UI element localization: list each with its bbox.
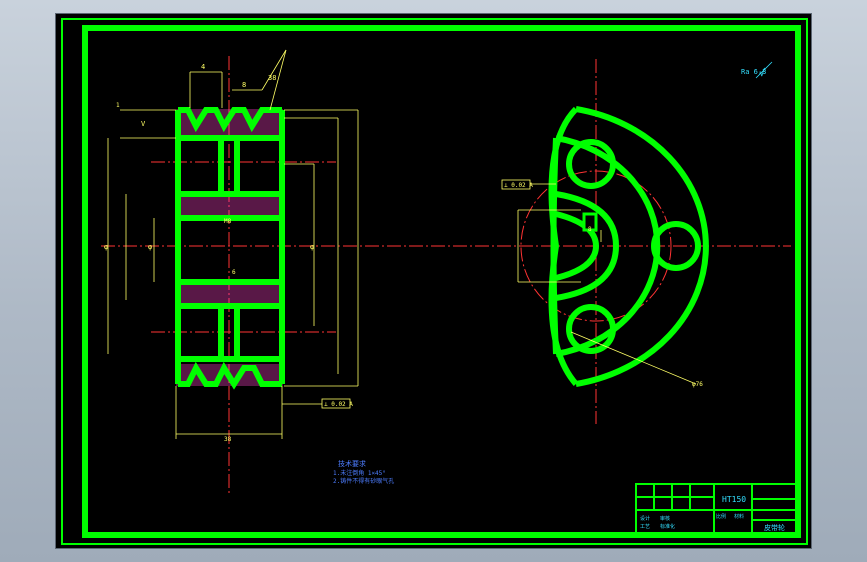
dim-b: φ [148,243,152,251]
dim-right-note: 6 [232,269,236,276]
technical-notes: 技术要求 1.未注倒角 1×45° 2.铸件不得有砂眼气孔 [333,459,394,485]
front-view [548,106,709,387]
pulley-drawing: ⊥ 0.02 A 4 8 38 1 V M8 6 φ φ φ 38 ⊥ 0.02… [61,18,808,545]
section-view [175,107,285,390]
title-part-name: 皮带轮 [764,523,785,532]
svg-text:2.铸件不得有砂眼气孔: 2.铸件不得有砂眼气孔 [333,477,394,485]
keyway [582,212,598,232]
title-material-label: 材料 [734,513,744,520]
dim-diameter: φ76 [692,381,703,388]
dim-top3: 38 [268,74,276,82]
title-row-0: 设计 [640,515,650,522]
left-tolerance-text: ⊥ 0.02 A [324,401,353,408]
dim-keyway: 8 [588,226,592,233]
inner-frame [82,25,801,538]
title-scale-label: 比例 [716,513,726,520]
outer-frame [61,18,808,545]
svg-text:技术要求: 技术要求 [338,459,366,468]
svg-text:Ra 6.3: Ra 6.3 [741,68,766,76]
dim-c: φ [310,243,314,251]
svg-text:√: √ [759,67,765,79]
dim-a: φ [104,243,108,251]
cad-viewport[interactable]: ⊥ 0.02 A 4 8 38 1 V M8 6 φ φ φ 38 ⊥ 0.02… [55,13,812,549]
title-row-1: 审核 [660,515,670,522]
title-drawing-no: HT150 [722,495,746,504]
dim-top2: 8 [242,81,246,89]
right-tolerance-text: ⊥ 0.02 A [504,182,533,189]
dim-left-small: 1 [116,102,120,109]
dim-top1: 4 [201,63,205,71]
right-dimensions [517,183,697,385]
pitch-circle [520,170,672,322]
left-dimensions [107,49,359,439]
dim-center-note: M8 [224,218,232,225]
centerlines [101,56,791,494]
roughness-note: Ra 6.3 √ [741,61,773,79]
title-row-3: 标准化 [660,523,675,530]
left-tolerance-frame [321,398,351,409]
dim-groove: V [141,120,146,128]
dim-bottom: 38 [224,436,232,443]
title-row-2: 工艺 [640,524,650,530]
right-tolerance-frame [501,179,531,190]
svg-text:1.未注倒角 1×45°: 1.未注倒角 1×45° [333,469,386,477]
title-block [635,483,797,535]
